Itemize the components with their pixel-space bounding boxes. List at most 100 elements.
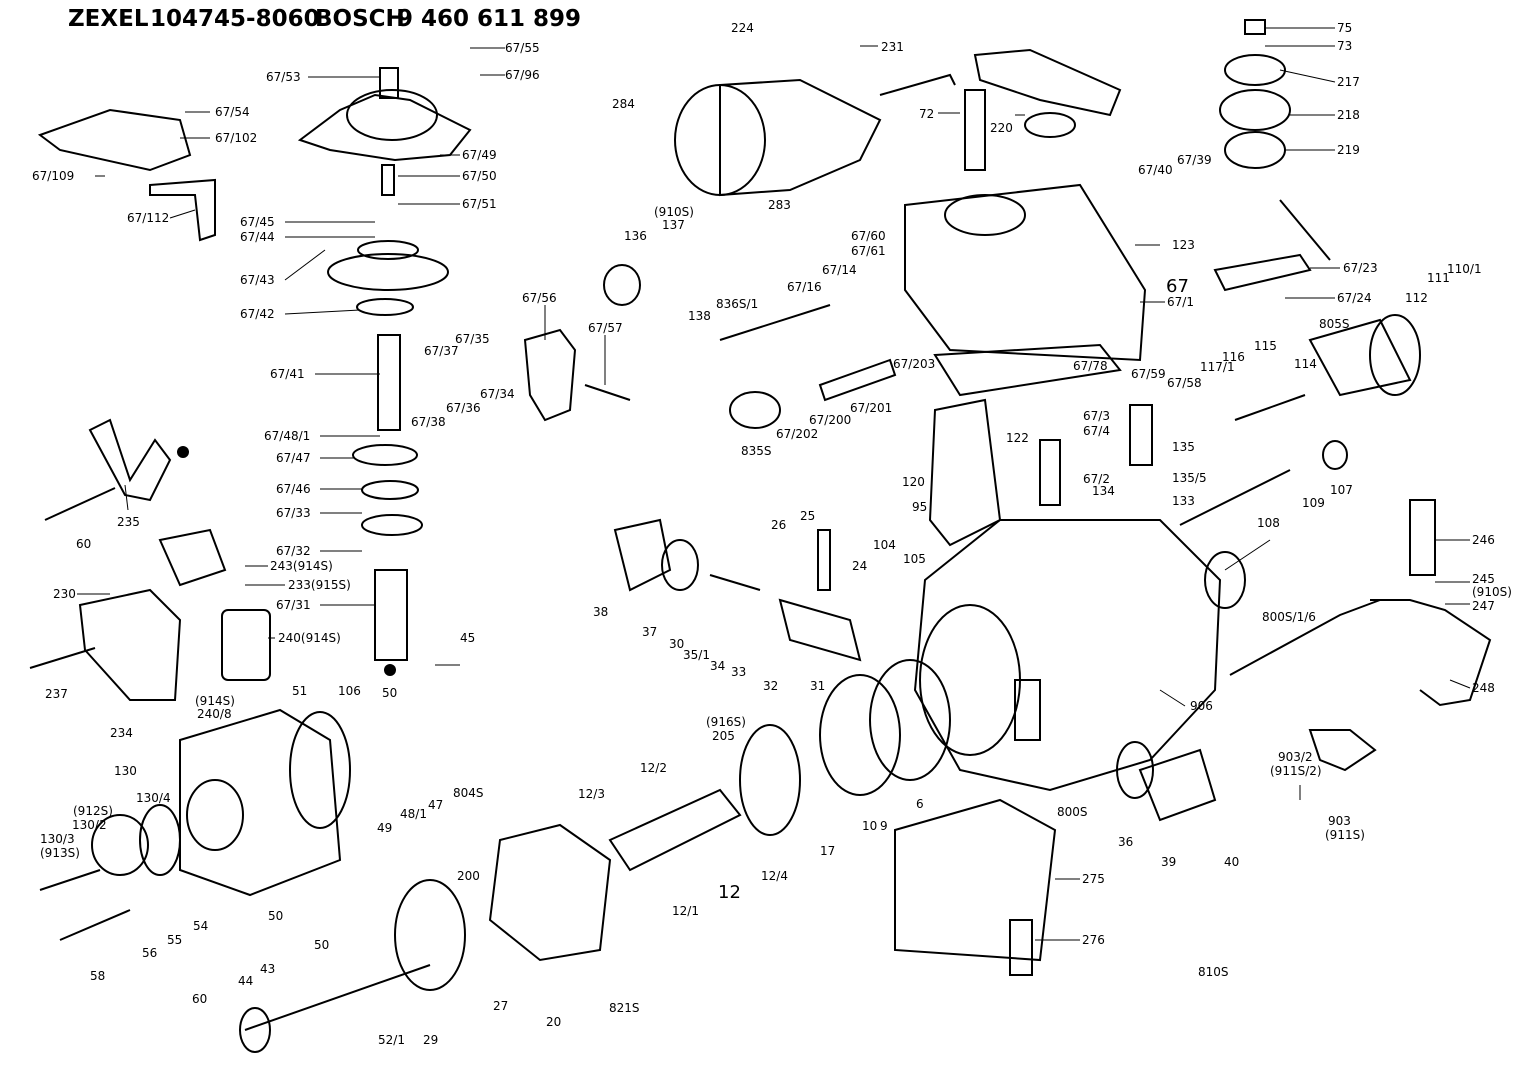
label-p137: 120 xyxy=(902,475,925,489)
lever-67-23 xyxy=(1213,253,1312,292)
label-p49: 49 xyxy=(377,821,392,835)
cover-bolt xyxy=(379,67,399,99)
label-p18: 67/37 xyxy=(424,344,459,358)
label-p61: 50 xyxy=(314,938,329,952)
rod-67-23 xyxy=(1279,199,1331,261)
label-p150: 800S/1/6 xyxy=(1262,610,1316,624)
label-p72: 12/1 xyxy=(672,904,699,918)
label-p162: 276 xyxy=(1082,933,1105,947)
label-p146: 246 xyxy=(1472,533,1495,547)
group-label-12: 12 xyxy=(718,882,741,903)
label-p94: 283 xyxy=(768,198,791,212)
label-p7: 67/109 xyxy=(32,169,74,183)
diaphragm-washer xyxy=(356,298,414,316)
roller-ring xyxy=(488,823,612,962)
label-p149: 247 xyxy=(1472,599,1495,613)
control-housing xyxy=(904,183,1147,362)
diaphragm-disc xyxy=(327,253,449,291)
label-p41: 106 xyxy=(338,684,361,698)
label-p80: 30 xyxy=(669,637,684,651)
label-p71: 205 xyxy=(712,729,735,743)
spring-218 xyxy=(1219,89,1291,131)
label-p106: 136 xyxy=(624,229,647,243)
label-p128: 67/78 xyxy=(1073,359,1108,373)
label-p33: 230 xyxy=(53,587,76,601)
label-p143: 107 xyxy=(1330,483,1353,497)
mount-bracket xyxy=(894,798,1057,962)
label-p100: 218 xyxy=(1337,108,1360,122)
label-p142: 109 xyxy=(1302,496,1325,510)
label-p24: 67/47 xyxy=(276,451,311,465)
bolt-136 xyxy=(603,264,641,306)
timing-cover xyxy=(613,518,672,592)
label-p39: 51 xyxy=(292,684,307,698)
label-p82: 34 xyxy=(710,659,725,673)
pin-24 xyxy=(817,529,831,591)
label-p34: 240(914S) xyxy=(278,631,341,645)
label-p21: 67/34 xyxy=(480,387,515,401)
label-p145: 108 xyxy=(1257,516,1280,530)
label-p111: 67/60 xyxy=(851,229,886,243)
timing-piston xyxy=(778,598,862,662)
flange xyxy=(869,659,951,781)
label-p22: 67/38 xyxy=(411,415,446,429)
label-p63: 29 xyxy=(423,1033,438,1047)
label-p15: 67/56 xyxy=(522,291,557,305)
nut-107 xyxy=(1322,440,1348,470)
label-p118: 111 xyxy=(1427,271,1450,285)
spring-screw xyxy=(381,164,395,196)
label-p154: (911S/2) xyxy=(1270,764,1322,778)
label-p116: 67/24 xyxy=(1337,291,1372,305)
label-p95: 72 xyxy=(919,107,934,121)
label-p120: 805S xyxy=(1319,317,1350,331)
clip-235 xyxy=(88,418,172,502)
label-p43: 130 xyxy=(114,764,137,778)
label-p134: 67/3 xyxy=(1083,409,1110,423)
pipe-247 xyxy=(1229,599,1381,676)
label-p28: 67/31 xyxy=(276,598,311,612)
label-p4: 67/54 xyxy=(215,105,250,119)
label-p74: 17 xyxy=(820,844,835,858)
label-p62: 52/1 xyxy=(378,1033,405,1047)
label-p13: 67/43 xyxy=(240,273,275,287)
label-p117: 112 xyxy=(1405,291,1428,305)
header-code1: 104745-8060 xyxy=(150,6,320,32)
label-p108: 836S/1 xyxy=(716,297,758,311)
label-p46: 130/2 xyxy=(72,818,107,832)
label-p135: 67/4 xyxy=(1083,424,1110,438)
shaft-spring-2 xyxy=(361,480,419,500)
label-p19: 67/41 xyxy=(270,367,305,381)
label-p51: 47 xyxy=(428,798,443,812)
bolt-276 xyxy=(1009,919,1033,976)
label-p10: 67/112 xyxy=(127,211,169,225)
main-shaft xyxy=(608,788,742,872)
label-p113: 123 xyxy=(1172,238,1195,252)
label-p75: 10 xyxy=(862,819,877,833)
label-p25: 67/46 xyxy=(276,482,311,496)
label-p3: 67/96 xyxy=(505,68,540,82)
label-p6: 67/49 xyxy=(462,148,497,162)
label-p67: 821S xyxy=(609,1001,640,1015)
actuator-body xyxy=(719,78,882,197)
diaphragm-top xyxy=(357,240,419,260)
label-p105: 137 xyxy=(662,218,685,232)
lever-bracket xyxy=(523,328,577,422)
overflow-pipe xyxy=(1370,599,1492,707)
shaft-spring-1 xyxy=(352,444,418,466)
bracket-95 xyxy=(928,398,1002,547)
ball-50 xyxy=(384,664,396,676)
bolt-237 xyxy=(29,647,96,669)
label-p109: 67/16 xyxy=(787,280,822,294)
label-p139: 135/5 xyxy=(1172,471,1207,485)
label-p101: 219 xyxy=(1337,143,1360,157)
label-p136: 135 xyxy=(1172,440,1195,454)
label-p158: 36 xyxy=(1118,835,1133,849)
label-p122: 114 xyxy=(1294,357,1317,371)
valve-58 xyxy=(59,909,131,941)
label-p56: 55 xyxy=(167,933,182,947)
label-p79: 37 xyxy=(642,625,657,639)
label-p160: 40 xyxy=(1224,855,1239,869)
body-805s xyxy=(1308,318,1412,397)
oring-36 xyxy=(1116,741,1154,799)
label-p8: 67/50 xyxy=(462,169,497,183)
